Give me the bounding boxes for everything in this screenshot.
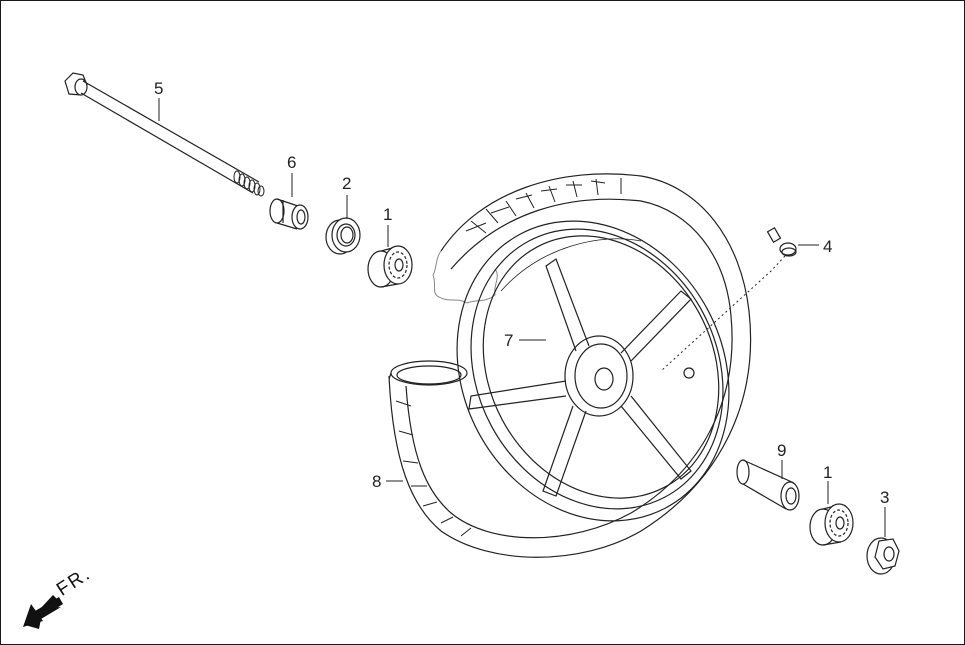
distance-collar-part [736,459,800,511]
callout-2: 2 [342,174,352,193]
oil-seal-part [325,217,361,255]
callout-1-right: 1 [823,463,833,482]
collar-part [269,198,309,230]
axle-nut-part [866,537,900,575]
callout-9: 9 [777,441,787,460]
callout-3: 3 [880,488,890,507]
bearing-right-part [809,503,854,546]
wheel-rim-part [456,220,730,522]
front-direction-arrow-icon [23,595,63,629]
tire-part [388,173,752,558]
callout-4: 4 [823,237,833,256]
callout-8: 8 [372,472,382,491]
leader-lines [158,98,886,537]
callout-7: 7 [504,331,514,350]
callout-5: 5 [154,79,164,98]
callout-6: 6 [287,153,297,172]
callout-1-left: 1 [383,205,393,224]
bearing-left-part [367,245,413,288]
valve-stem-part [766,226,797,257]
axle-bolt-part [64,72,265,197]
